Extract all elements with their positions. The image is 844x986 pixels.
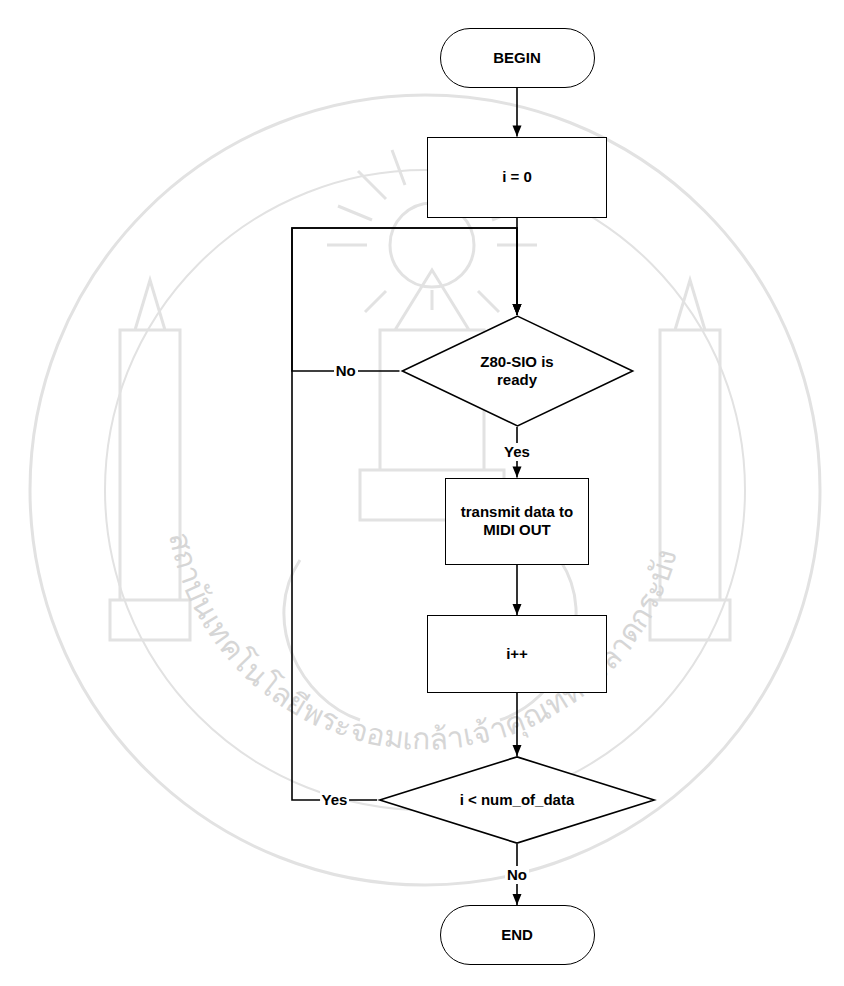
arrow-head (513, 304, 522, 315)
node-texts: END (501, 926, 533, 944)
branch-label: No (334, 362, 358, 380)
branch-label: No (505, 866, 529, 884)
branch-label: Yes (502, 443, 532, 461)
branch-label: Yes (320, 791, 350, 809)
node-texts: i < num_of_data (460, 791, 575, 809)
seal-inner-ring (105, 170, 745, 810)
node-text: i = 0 (502, 168, 532, 186)
process-box: transmit data to MIDI OUT (445, 478, 589, 565)
process-box: i = 0 (427, 137, 607, 218)
arrow-head (513, 304, 522, 315)
seal-outer-ring (30, 95, 820, 885)
decision-diamond: Z80-SIO is ready (400, 315, 635, 427)
flow-connector (513, 693, 522, 756)
node-texts: i++ (506, 645, 528, 663)
arrow-head (513, 604, 522, 615)
arrow-head (513, 126, 522, 137)
node-texts: BEGIN (493, 49, 541, 67)
process-box: i++ (427, 615, 607, 693)
arrow-head (513, 304, 522, 315)
terminator: BEGIN (440, 28, 595, 88)
flow-connector (513, 88, 522, 137)
node-text: BEGIN (493, 49, 541, 67)
watermark-text: สถาบันเทคโนโลยีพระจอมเกล้าเจ้าคุณทหารลาด… (162, 529, 684, 757)
arrow-head (513, 745, 522, 756)
seal-drawing (30, 95, 820, 885)
terminator: END (440, 905, 595, 965)
node-text: i++ (506, 645, 528, 663)
flow-connector (513, 565, 522, 616)
node-texts: i = 0 (502, 168, 532, 186)
decision-diamond: i < num_of_data (377, 756, 657, 844)
node-text: END (501, 926, 533, 944)
diamond-shape (402, 316, 632, 426)
node-texts: Z80-SIO is ready (462, 353, 572, 389)
node-text: transmit data to MIDI OUT (447, 503, 587, 539)
node-texts: transmit data to MIDI OUT (447, 503, 587, 539)
diamond-shape (380, 757, 654, 843)
arrow-head (513, 467, 522, 478)
node-text: i < num_of_data (460, 791, 575, 809)
node-text: Z80-SIO is ready (462, 353, 572, 389)
arrow-head (513, 894, 522, 905)
